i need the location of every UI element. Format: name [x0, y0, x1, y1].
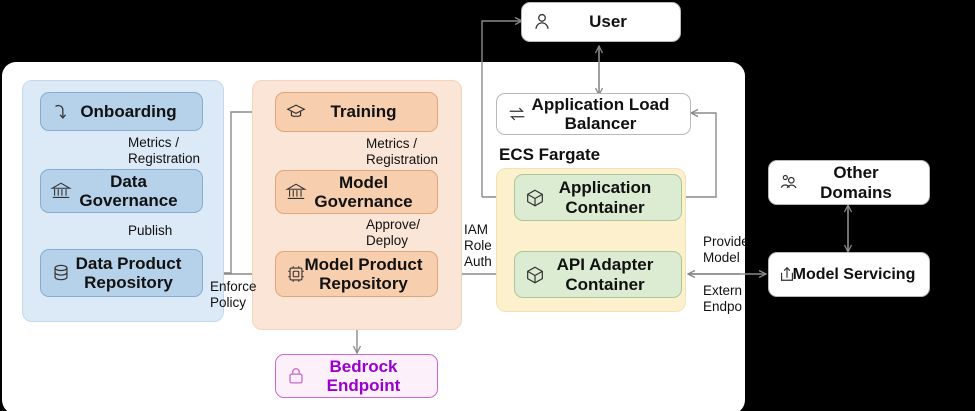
exchange-arrows-icon [506, 103, 528, 125]
edge-label-provides-model: Provide Model [703, 234, 745, 266]
line1: Approve/ [366, 217, 421, 232]
node-model-product-repository-label: Model Product Repository [284, 255, 428, 293]
ecs-fargate-title: ECS Fargate [499, 145, 601, 164]
node-training[interactable]: Training [275, 92, 438, 132]
edge-label-external-endpoint: Extern Endpo [703, 283, 745, 315]
line2: Domains [820, 182, 892, 202]
node-other-domains[interactable]: Other Domains [768, 160, 930, 205]
node-data-governance-label: Data Governance [59, 172, 183, 210]
line1: Data [110, 171, 147, 191]
bank-icon [285, 181, 307, 203]
node-data-product-repository[interactable]: Data Product Repository [40, 249, 203, 297]
node-application-container-label: Application Container [539, 178, 658, 216]
people-icon [778, 172, 800, 194]
person-icon [531, 11, 553, 33]
graduation-cap-icon [285, 101, 307, 123]
line1: Enforce [210, 279, 257, 294]
line1: Other [833, 163, 879, 183]
node-data-governance[interactable]: Data Governance [40, 169, 203, 213]
line1: Application [558, 178, 652, 198]
edge-label-metrics-registration-model: Metrics / Registration [366, 136, 438, 168]
node-model-governance[interactable]: Model Governance [275, 170, 438, 214]
node-application-container[interactable]: Application Container [514, 174, 682, 221]
lock-icon [285, 365, 307, 387]
background-mask-bottom [745, 310, 975, 411]
edge-label-iam-role-auth: IAM Role Auth [464, 222, 492, 269]
line1: Metrics / [128, 135, 180, 150]
export-box-icon [776, 264, 798, 286]
line2: Endpoint [326, 376, 401, 395]
line1: Application Load [531, 94, 670, 114]
line2: Role [464, 237, 492, 253]
node-training-label: Training [330, 102, 397, 122]
line1: IAM [464, 222, 489, 237]
line1: Data Product [75, 253, 182, 273]
node-data-product-repository-label: Data Product Repository [56, 254, 188, 292]
line2: Policy [210, 294, 247, 310]
line2: Deploy [366, 232, 409, 248]
node-bedrock-endpoint-label: Bedrock Endpoint [307, 357, 407, 395]
background-mask-top [745, 0, 975, 150]
bank-icon [50, 180, 72, 202]
node-bedrock-endpoint[interactable]: Bedrock Endpoint [275, 354, 438, 398]
node-onboarding-label: Onboarding [80, 101, 177, 121]
line2: Model [703, 249, 740, 265]
line3: Auth [464, 253, 492, 269]
line1: Provide [703, 234, 745, 249]
chip-icon [285, 263, 307, 285]
node-api-adapter-container[interactable]: API Adapter Container [514, 251, 682, 298]
node-model-governance-label: Model Governance [294, 173, 418, 211]
line2: Governance [314, 192, 413, 211]
node-application-load-balancer[interactable]: Application Load Balancer [496, 93, 691, 135]
database-icon [50, 262, 72, 284]
line1: Model Product [304, 254, 423, 274]
line1: Extern [703, 283, 743, 298]
edge-label-approve-deploy: Approve/ Deploy [366, 217, 420, 249]
onboarding-loop-icon [50, 101, 72, 123]
node-model-product-repository[interactable]: Model Product Repository [275, 251, 438, 297]
node-model-servicing-label: Model Servicing [792, 265, 916, 283]
line2: Container [565, 197, 645, 217]
line2: Endpo [703, 298, 743, 314]
edge-label-publish: Publish [128, 223, 172, 239]
line1: Publish [128, 223, 173, 238]
node-api-adapter-container-label: API Adapter Container [537, 255, 660, 293]
cube-icon [524, 187, 546, 209]
line1: Bedrock [329, 356, 398, 376]
line2: Governance [79, 191, 178, 210]
cube-icon [524, 264, 546, 286]
node-onboarding[interactable]: Onboarding [40, 92, 203, 131]
edge-label-enforce-policy: Enforce Policy [210, 279, 257, 311]
line2: Balancer [564, 114, 637, 133]
line2: Registration [128, 150, 201, 166]
line2: Container [565, 274, 645, 294]
node-user[interactable]: User [521, 2, 681, 42]
node-application-load-balancer-label: Application Load Balancer [512, 95, 676, 133]
line1: Model [338, 172, 389, 192]
line2: Registration [366, 151, 439, 167]
line2: Repository [319, 274, 408, 293]
edge-label-metrics-registration-data: Metrics / Registration [128, 135, 200, 167]
node-other-domains-label: Other Domains [800, 163, 898, 201]
node-user-label: User [589, 12, 627, 32]
line1: API Adapter [556, 255, 654, 275]
node-model-servicing[interactable]: Model Servicing [768, 252, 930, 297]
line1: Metrics / [366, 136, 418, 151]
line2: Repository [84, 273, 173, 292]
